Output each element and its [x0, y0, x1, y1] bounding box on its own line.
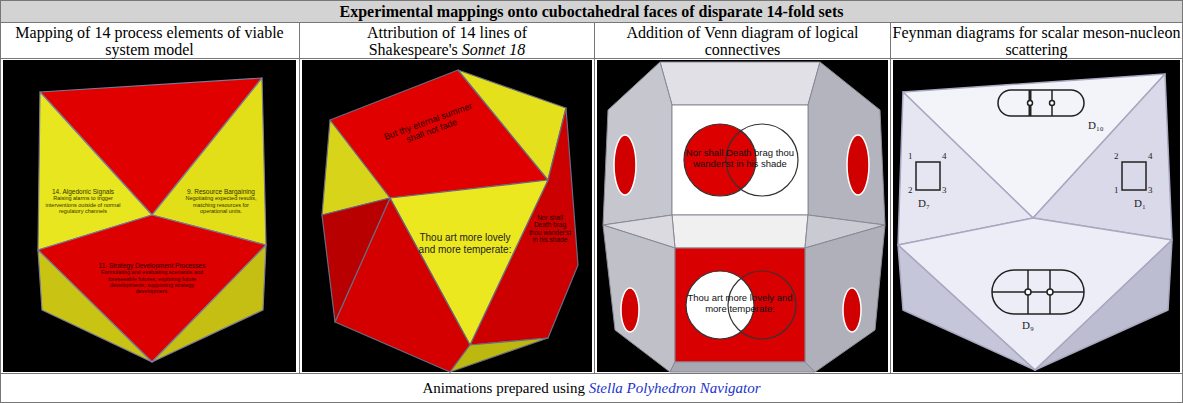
header-text: Attribution of 14 lines of Shakespeare's…: [300, 24, 594, 58]
face-text: 3: [942, 186, 947, 195]
face-label: D₁₀: [985, 80, 1125, 140]
face-label: 2 4 1 3D₁: [1105, 146, 1165, 216]
face-text: 4: [942, 152, 947, 161]
face-text: Negotiating expected results, matching r…: [182, 195, 260, 214]
face-text: Thou art more lovely and more temperate:: [412, 232, 518, 255]
face-text: Nor shall Death brag thou wander'st in h…: [528, 214, 572, 244]
face-text: Formulating and evaluating scenarios and…: [97, 269, 207, 294]
header-cell: Attribution of 14 lines of Shakespeare's…: [300, 23, 594, 58]
face-label: Thou art more lovely and more temperate:: [412, 232, 518, 255]
cuboctahedron-feynman: [898, 74, 1172, 370]
face-label: 11. Strategy Development ProcessesFormul…: [97, 262, 207, 295]
header-text: Mapping of 14 process elements of viable…: [1, 24, 298, 58]
column-header: Sonnet 18: [462, 41, 526, 58]
face-text: Nor shall Death brag thou wander'st in h…: [680, 148, 800, 170]
header-text: Addition of Venn diagram of logical conn…: [595, 24, 890, 58]
feynman-diagrams: [916, 90, 1146, 314]
caption: Animations prepared using: [422, 380, 584, 396]
face-text: 14. Algedonic Signals: [44, 188, 122, 195]
face-text: Thou art more lovely and more temperate:: [682, 293, 798, 315]
image-panels: [3, 60, 1180, 372]
cuboctahedron-sonnet: [322, 70, 578, 372]
header-text: Feynman diagrams for scalar meson-nucleo…: [891, 24, 1182, 58]
title-row: Experimental mappings onto cuboctahedral…: [1, 1, 1182, 22]
face-text: 9. Resource Bargaining: [182, 188, 260, 195]
face-label: Thou art more lovely and more temperate:: [682, 293, 798, 315]
face-text: D₉: [1022, 320, 1034, 331]
face-label: 9. Resource BargainingNegotiating expect…: [182, 188, 260, 214]
face-text: D₁₀: [1088, 120, 1104, 131]
table-title: Experimental mappings onto cuboctahedral…: [340, 3, 844, 21]
column-header: Mapping of 14 process elements of viable…: [15, 24, 283, 58]
face-text: D₁: [1134, 198, 1146, 209]
caption-text: Animations prepared using Stella Polyhedr…: [422, 380, 760, 397]
venn-circles: [614, 124, 869, 339]
face-label: Nor shall Death brag thou wander'st in h…: [528, 214, 572, 244]
column-header: Feynman diagrams for scalar meson-nucleo…: [893, 24, 1181, 58]
face-label: Nor shall Death brag thou wander'st in h…: [680, 148, 800, 170]
title-band: [1, 1, 1182, 22]
face-text: 2: [908, 186, 913, 195]
header-cell: Addition of Venn diagram of logical conn…: [595, 23, 890, 58]
face-label: 1 4 2 3D₇: [900, 146, 960, 216]
column-header: Addition of Venn diagram of logical conn…: [626, 24, 858, 58]
face-text: 1: [908, 152, 913, 161]
header-cell: Feynman diagrams for scalar meson-nucleo…: [891, 23, 1182, 58]
face-text: 3: [1148, 186, 1153, 195]
cuboctahedron-vsm: [38, 78, 266, 362]
face-text: 4: [1148, 152, 1153, 161]
face-label: D₉: [1000, 316, 1060, 338]
face-text: 2: [1114, 152, 1119, 161]
face-text: D₇: [918, 198, 930, 209]
face-text: 11. Strategy Development Processes: [97, 262, 207, 269]
face-text: Raising alarms to trigger interventions …: [44, 195, 122, 214]
cuboctahedron-venn: [603, 62, 885, 372]
face-text: 1: [1114, 186, 1119, 195]
software-link: Stella Polyhedron Navigator: [589, 380, 761, 396]
caption-row: Animations prepared using Stella Polyhedr…: [1, 374, 1182, 402]
header-cell: Mapping of 14 process elements of viable…: [1, 23, 298, 58]
face-label: 14. Algedonic SignalsRaising alarms to t…: [44, 188, 122, 214]
